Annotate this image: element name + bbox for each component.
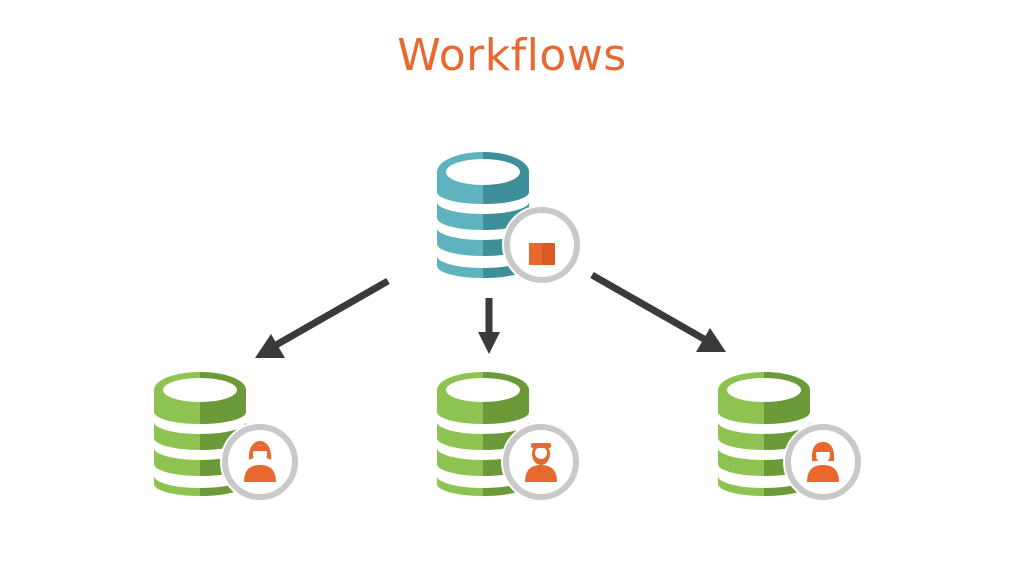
user-female-icon	[244, 441, 276, 482]
page-title: Workflows	[397, 30, 627, 81]
main-badge	[502, 205, 582, 285]
arrow-center	[478, 298, 500, 354]
arrow-right	[590, 271, 726, 352]
right-badge	[783, 422, 863, 502]
center-database	[437, 372, 529, 496]
user-male-icon	[525, 443, 557, 482]
lock-icon	[529, 223, 555, 265]
user-female-short-hair-icon	[807, 442, 839, 482]
arrow-left	[255, 277, 390, 358]
center-badge	[501, 422, 581, 502]
left-badge	[220, 422, 300, 502]
